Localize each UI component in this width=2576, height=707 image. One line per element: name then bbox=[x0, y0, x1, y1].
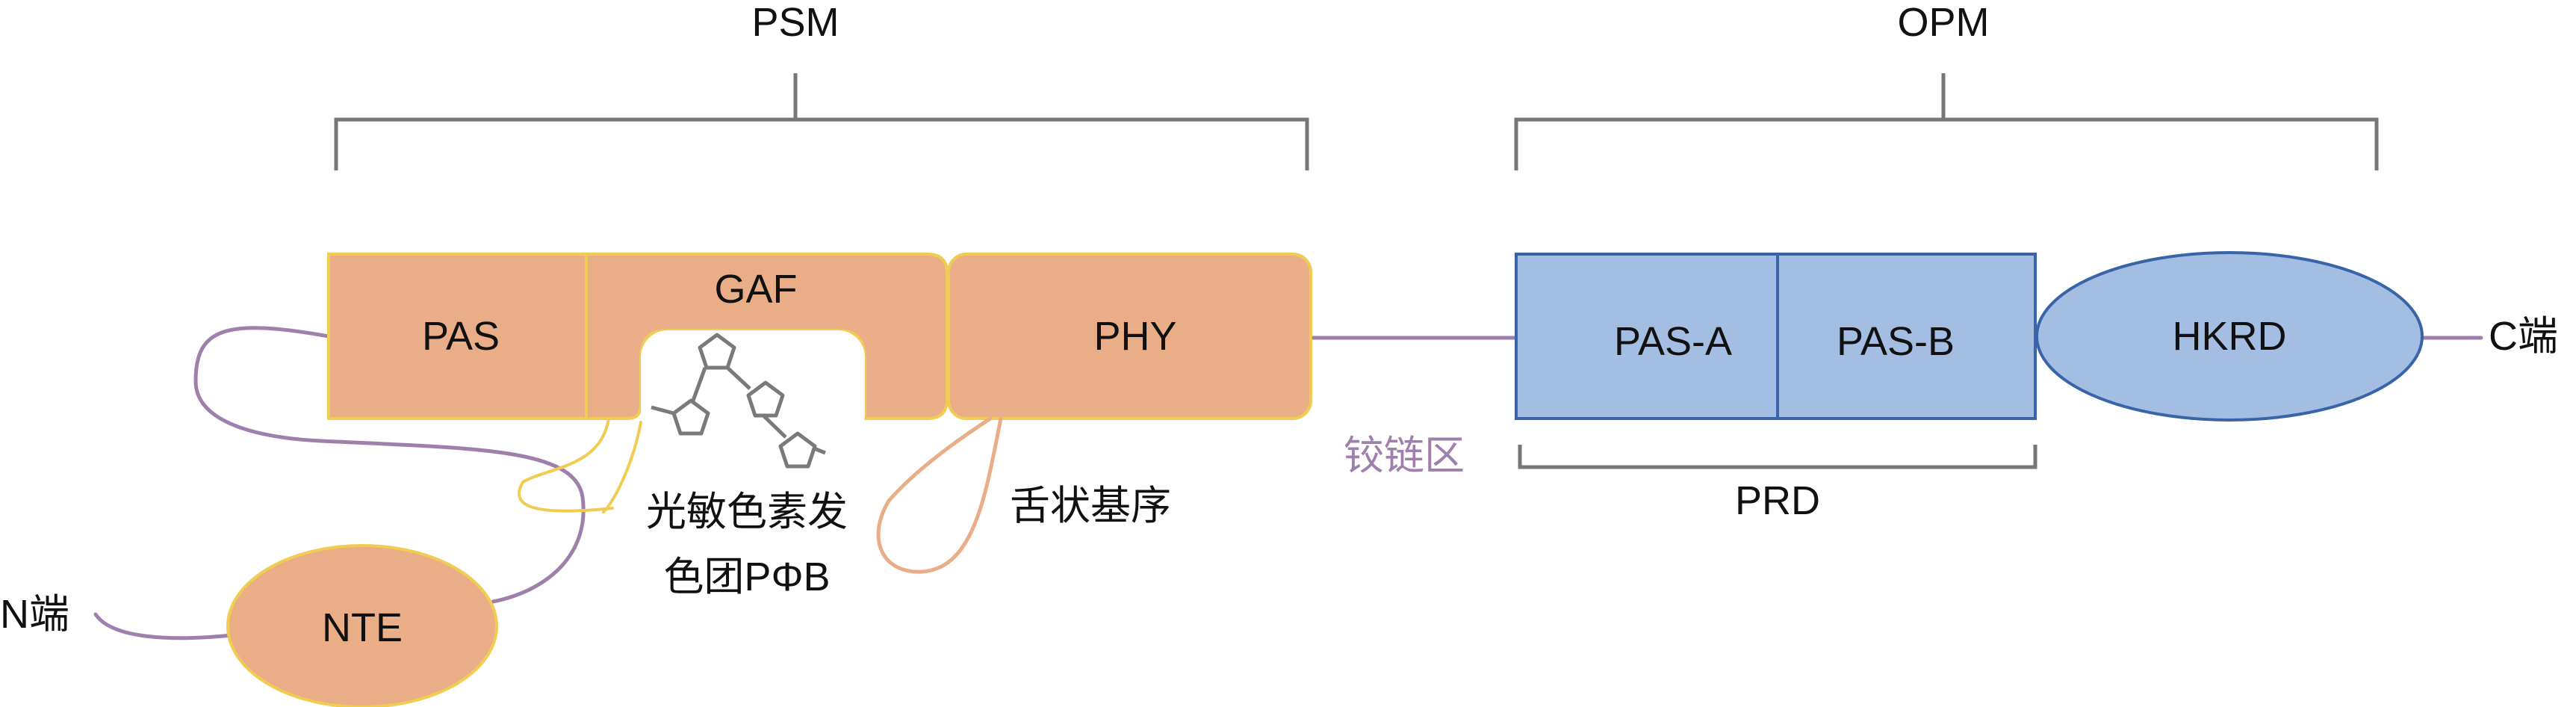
hkrd-label: HKRD bbox=[2172, 314, 2286, 359]
prd-bracket bbox=[1518, 445, 2037, 469]
phy-domain bbox=[947, 253, 1312, 420]
tongue-label: 舌状基序 bbox=[1010, 484, 1171, 528]
pas-domain bbox=[327, 253, 592, 420]
hinge-label: 铰链区 bbox=[1344, 433, 1465, 478]
chromophore-pointer bbox=[518, 417, 642, 513]
opm-label: OPM bbox=[1897, 0, 1989, 45]
chromophore-pocket bbox=[641, 330, 865, 441]
pas-label: PAS bbox=[422, 314, 500, 359]
n-terminus-label: N端 bbox=[0, 592, 69, 637]
hkrd-domain bbox=[2035, 251, 2424, 422]
prd-label: PRD bbox=[1735, 478, 1820, 523]
pas-a-domain bbox=[1515, 253, 1779, 420]
chromophore-pfb bbox=[651, 333, 826, 469]
psm-label: PSM bbox=[751, 0, 839, 45]
chromophore-label-line2: 色团PΦB bbox=[663, 555, 830, 599]
pas-b-label: PAS-B bbox=[1837, 319, 1955, 364]
tongue-loop bbox=[876, 416, 1003, 574]
gaf-label: GAF bbox=[714, 267, 797, 312]
nte-label: NTE bbox=[322, 605, 403, 650]
nte-domain bbox=[226, 544, 498, 707]
c-terminus-label: C端 bbox=[2489, 314, 2558, 359]
phy-label: PHY bbox=[1093, 314, 1176, 359]
chromophore-label-line1: 光敏色素发 bbox=[646, 490, 848, 534]
pas-b-domain bbox=[1776, 253, 2037, 420]
psm-bracket bbox=[334, 73, 1309, 170]
opm-bracket bbox=[1514, 73, 2379, 170]
pas-a-label: PAS-A bbox=[1614, 319, 1732, 364]
